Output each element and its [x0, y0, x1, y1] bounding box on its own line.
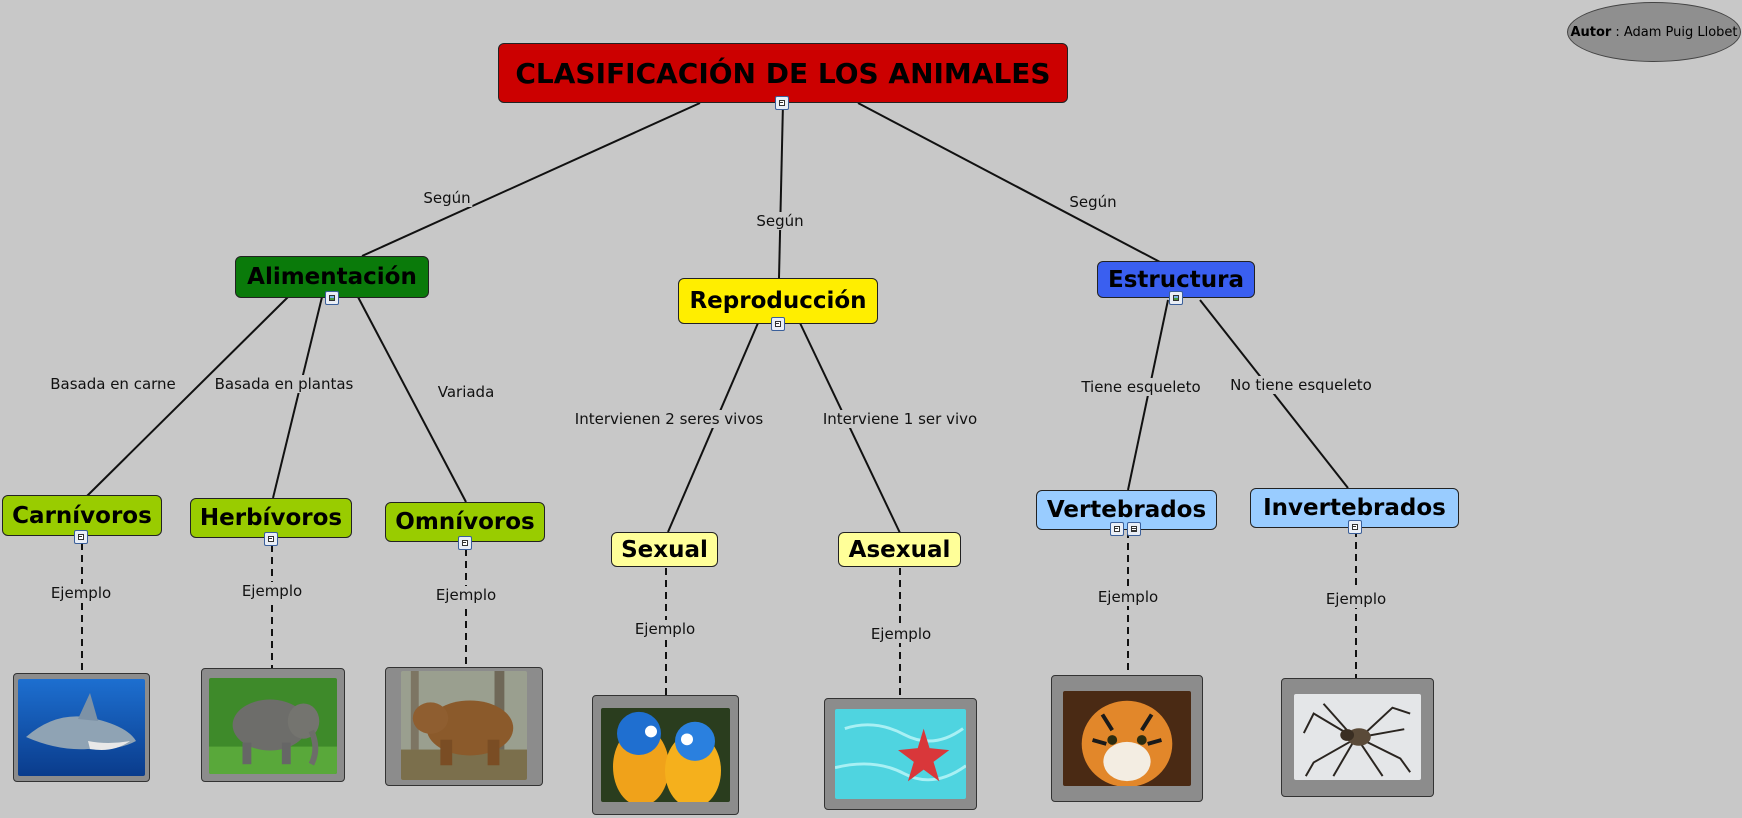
- note-icon[interactable]: [771, 317, 785, 331]
- subcategory-omnivoros[interactable]: Omnívoros: [385, 502, 545, 542]
- link-label-segun-reproduccion: Según: [754, 212, 806, 230]
- category-estructura-label: Estructura: [1108, 266, 1244, 293]
- image-icon[interactable]: [325, 291, 339, 305]
- note-icon[interactable]: [458, 536, 472, 550]
- link-label-variada: Variada: [435, 383, 497, 401]
- link-label-ejemplo-carnivoros: Ejemplo: [48, 584, 114, 602]
- link-label-no-tiene-esqueleto: No tiene esqueleto: [1228, 376, 1374, 394]
- subcategory-sexual[interactable]: Sexual: [611, 532, 718, 567]
- link-label-intervienen-2: Intervienen 2 seres vivos: [572, 410, 766, 428]
- subcategory-carnivoros[interactable]: Carnívoros: [2, 495, 162, 536]
- note-icon[interactable]: [74, 530, 88, 544]
- example-image-shark[interactable]: [13, 673, 150, 782]
- category-reproduccion-label: Reproducción: [689, 288, 867, 314]
- link-label-ejemplo-omnivoros: Ejemplo: [433, 586, 499, 604]
- link-label-ejemplo-herbivoros: Ejemplo: [239, 582, 305, 600]
- elephant-picture: [209, 678, 337, 774]
- example-image-spider[interactable]: [1281, 678, 1434, 797]
- parrots-picture: [601, 708, 730, 802]
- starfish-picture: [835, 709, 966, 799]
- note-icon[interactable]: [775, 96, 789, 110]
- link-label-ejemplo-invertebrados: Ejemplo: [1323, 590, 1389, 608]
- subcategory-asexual-label: Asexual: [848, 536, 951, 563]
- shark-picture: [18, 679, 145, 776]
- subcategory-carnivoros-label: Carnívoros: [12, 502, 152, 529]
- link-label-basada-plantas: Basada en plantas: [212, 375, 356, 393]
- subcategory-herbivoros[interactable]: Herbívoros: [190, 498, 352, 538]
- author-name: : Adam Puig Llobet: [1615, 24, 1738, 40]
- example-image-starfish[interactable]: [824, 698, 977, 810]
- concept-map-icon[interactable]: [1127, 522, 1141, 536]
- title-text: CLASIFICACIÓN DE LOS ANIMALES: [515, 56, 1051, 90]
- subcategory-herbivoros-label: Herbívoros: [199, 505, 343, 531]
- note-icon[interactable]: [1110, 522, 1124, 536]
- subcategory-invertebrados-label: Invertebrados: [1263, 495, 1446, 521]
- link-label-segun-alimentacion: Según: [421, 189, 473, 207]
- example-image-elephant[interactable]: [201, 668, 345, 782]
- note-icon[interactable]: [264, 532, 278, 546]
- subcategory-vertebrados[interactable]: Vertebrados: [1036, 490, 1217, 530]
- link-label-basada-carne: Basada en carne: [48, 375, 178, 393]
- author-label: Autor: [1570, 24, 1612, 40]
- title-node[interactable]: CLASIFICACIÓN DE LOS ANIMALES: [498, 43, 1068, 103]
- category-reproduccion[interactable]: Reproducción: [678, 278, 878, 324]
- link-label-ejemplo-sexual: Ejemplo: [632, 620, 698, 638]
- spider-picture: [1294, 694, 1421, 780]
- note-icon[interactable]: [1348, 520, 1362, 534]
- category-alimentacion-label: Alimentación: [247, 264, 417, 290]
- image-icon[interactable]: [1169, 291, 1183, 305]
- link-label-segun-estructura: Según: [1067, 193, 1119, 211]
- subcategory-asexual[interactable]: Asexual: [838, 532, 961, 567]
- subcategory-sexual-label: Sexual: [621, 536, 708, 563]
- subcategory-omnivoros-label: Omnívoros: [395, 509, 535, 535]
- bear-picture: [401, 671, 527, 780]
- example-image-parrots[interactable]: [592, 695, 739, 815]
- example-image-bear[interactable]: [385, 667, 543, 786]
- link-label-tiene-esqueleto: Tiene esqueleto: [1079, 378, 1203, 396]
- example-image-tiger[interactable]: [1051, 675, 1203, 802]
- link-label-ejemplo-vertebrados: Ejemplo: [1095, 588, 1161, 606]
- subcategory-vertebrados-label: Vertebrados: [1046, 497, 1207, 523]
- link-label-interviene-1: Interviene 1 ser vivo: [820, 410, 980, 428]
- author-bubble[interactable]: Autor: Adam Puig Llobet: [1567, 2, 1741, 62]
- tiger-picture: [1063, 691, 1191, 786]
- link-label-ejemplo-asexual: Ejemplo: [868, 625, 934, 643]
- subcategory-invertebrados[interactable]: Invertebrados: [1250, 488, 1459, 528]
